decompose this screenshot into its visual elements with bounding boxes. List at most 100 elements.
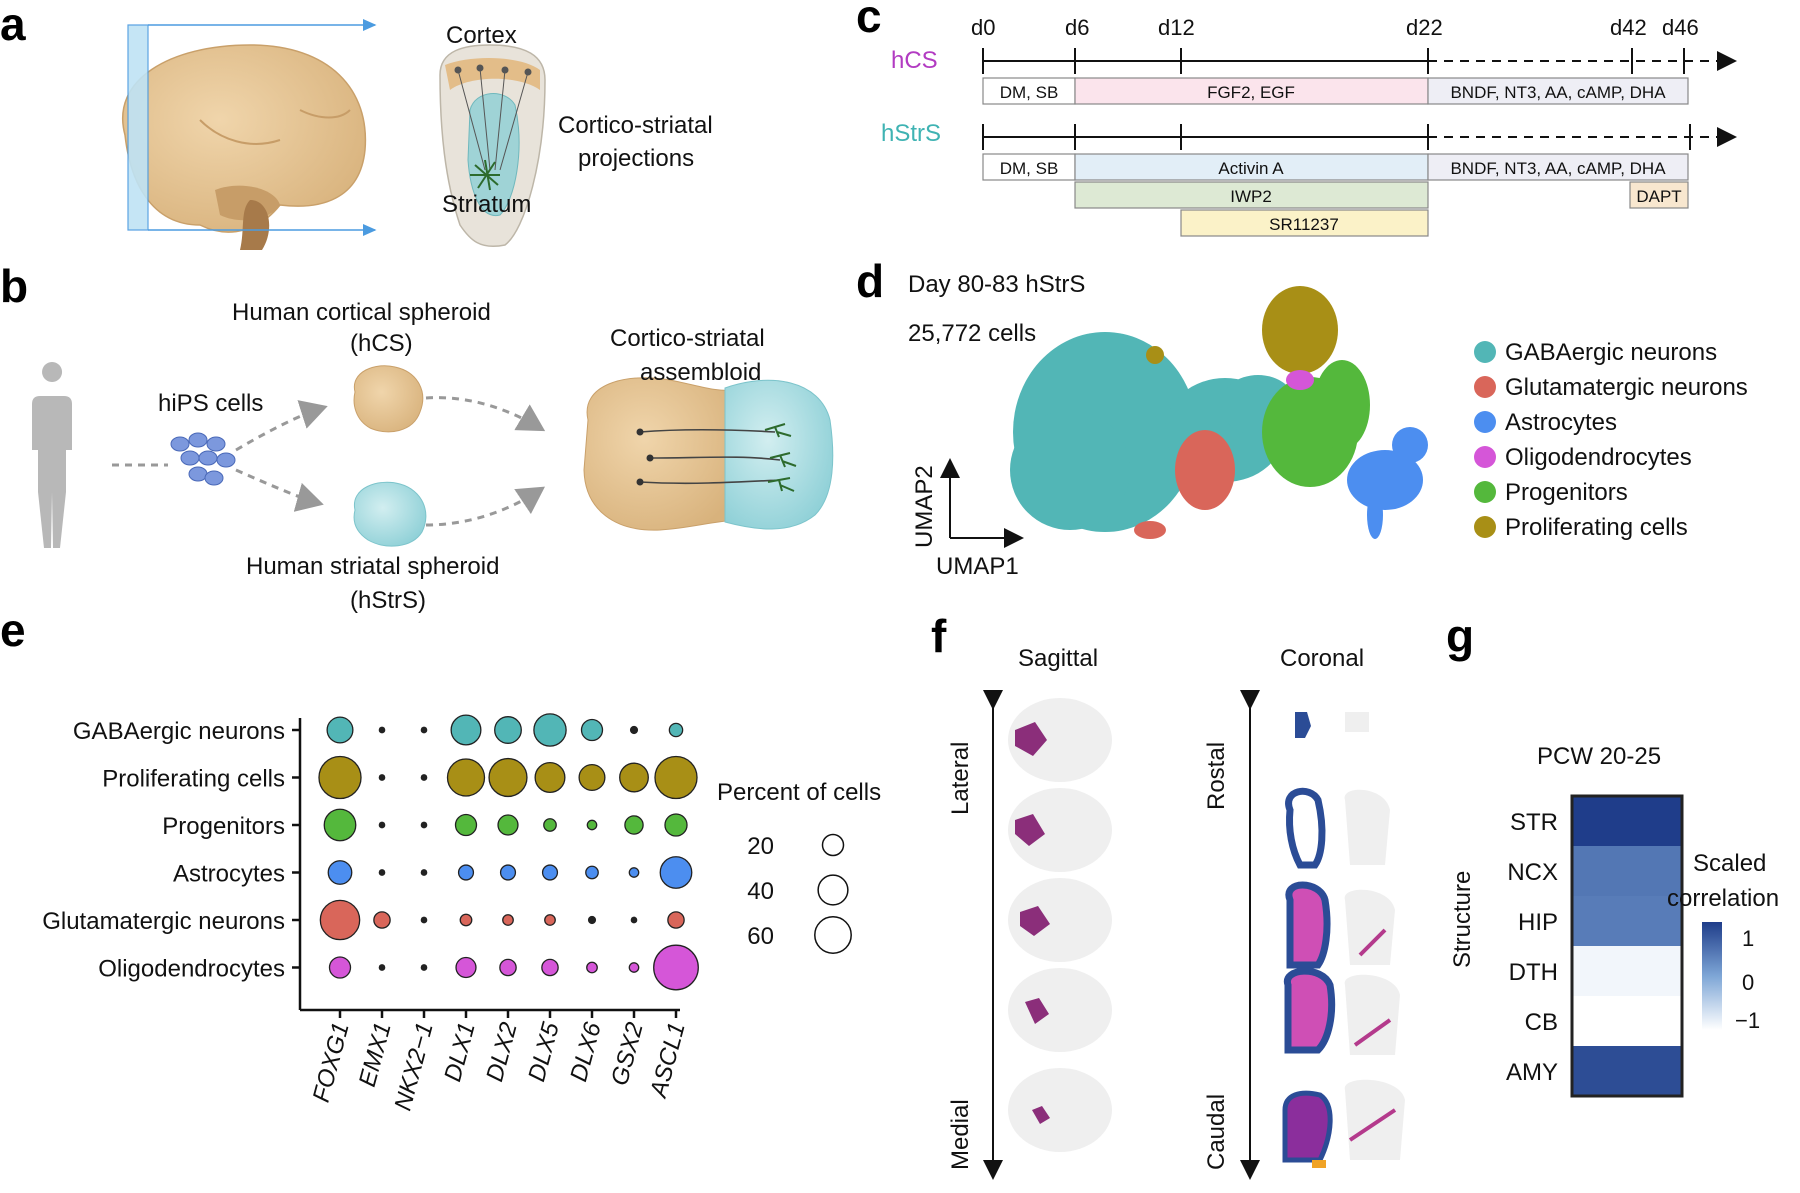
label-caudal: Caudal	[1203, 1094, 1230, 1170]
dot-1-8	[654, 755, 698, 800]
legend-label-0: GABAergic neurons	[1505, 339, 1717, 366]
dot-5-0	[328, 956, 352, 979]
legend-dot-2	[1474, 411, 1496, 433]
structure-label-ncx: NCX	[1507, 859, 1558, 886]
dot-2-6	[586, 819, 598, 831]
panel-c: c d0 d6 d12 d22 d42 d46 hCS hStrS	[856, 0, 1737, 237]
label-hcs-timeline: hCS	[891, 47, 938, 74]
day-label-d42: d42	[1610, 15, 1647, 40]
heatmap-cell-ncx	[1572, 846, 1682, 896]
gene-label-1: EMX1	[354, 1020, 397, 1090]
legend-dot-3	[1474, 446, 1496, 468]
gene-label-3: DLX1	[439, 1020, 481, 1085]
heatmap-title: PCW 20-25	[1537, 743, 1661, 770]
label-hcs-2: (hCS)	[350, 330, 413, 357]
day-label-d12: d12	[1158, 15, 1195, 40]
panel-letter-a: a	[0, 0, 26, 50]
structure-label-hip: HIP	[1518, 909, 1558, 936]
gene-label-0: FOXG1	[308, 1020, 355, 1106]
assembloid-illustration	[583, 377, 834, 531]
colorbar-tick-0: 0	[1742, 970, 1754, 995]
label-rostral: Rostal	[1203, 742, 1230, 810]
row-label-5: Oligodendrocytes	[98, 956, 285, 983]
dot-4-4	[502, 914, 514, 926]
umap-y-label: UMAP2	[911, 465, 938, 548]
dot-1-2	[420, 774, 428, 781]
day-label-d0: d0	[971, 15, 995, 40]
dot-2-3	[454, 813, 478, 837]
dot-3-7	[628, 867, 640, 878]
heatmap-cell-hip	[1572, 896, 1682, 946]
gene-label-4: DLX2	[481, 1020, 523, 1085]
colorbar-tick-neg1: −1	[1735, 1008, 1760, 1033]
dot-5-5	[541, 958, 559, 977]
size-legend-label-1: 40	[747, 878, 774, 905]
label-striatum: Striatum	[442, 191, 531, 218]
coronal-sections	[1282, 712, 1405, 1168]
row-label-1: Proliferating cells	[102, 766, 285, 793]
legend-dot-4	[1474, 481, 1496, 503]
dot-1-6	[578, 763, 606, 792]
size-legend-dot-1	[817, 874, 849, 906]
dot-0-1	[378, 726, 386, 734]
coronal-section-illustration	[439, 44, 546, 247]
panel-g: g PCW 20-25 Structure STRNCXHIPDTHCBAMY …	[1446, 610, 1779, 1098]
dot-0-2	[420, 726, 428, 734]
panel-b: b hiPS cells Human cortical spheroid (hC…	[0, 260, 834, 614]
legend-label-4: Progenitors	[1505, 479, 1628, 506]
panel-letter-c: c	[856, 0, 882, 42]
dot-3-0	[327, 860, 353, 885]
dot-5-4	[499, 958, 517, 977]
dot-4-5	[544, 914, 556, 926]
dot-2-1	[378, 821, 386, 829]
heatmap-cell-cb	[1572, 996, 1682, 1046]
label-hstrs-timeline: hStrS	[881, 120, 941, 147]
dot-0-3	[450, 714, 482, 746]
label-hstrs-1: Human striatal spheroid	[246, 553, 499, 580]
dot-4-1	[373, 911, 391, 929]
colorbar-title-2: correlation	[1667, 885, 1779, 912]
gene-label-2: NKX2−1	[389, 1020, 438, 1114]
dot-1-4	[488, 757, 528, 798]
dot-4-6	[587, 915, 597, 925]
dot-3-2	[420, 869, 428, 876]
sagittal-sections	[1008, 698, 1112, 1152]
dot-5-1	[378, 964, 386, 971]
size-legend-dot-2	[814, 916, 852, 954]
umap-title: Day 80-83 hStrS	[908, 271, 1085, 298]
gene-label-6: DLX6	[565, 1019, 607, 1085]
structure-label-str: STR	[1510, 809, 1558, 836]
label-sagittal: Sagittal	[1018, 645, 1098, 672]
label-coronal: Coronal	[1280, 645, 1364, 672]
box-hstrs-dm-sb: DM, SB	[1000, 159, 1059, 178]
label-hcs-1: Human cortical spheroid	[232, 299, 491, 326]
box-hstrs-sr11237: SR11237	[1269, 215, 1339, 234]
panel-letter-f: f	[931, 610, 947, 662]
colorbar-title-1: Scaled	[1693, 850, 1766, 877]
dot-4-3	[459, 913, 473, 927]
legend-dot-1	[1474, 376, 1496, 398]
dot-3-1	[378, 869, 386, 876]
heatmap-cell-amy	[1572, 1046, 1682, 1096]
structure-label-dth: DTH	[1509, 959, 1558, 986]
colorbar-tick-1: 1	[1742, 926, 1754, 951]
panel-d: d Day 80-83 hStrS 25,772 cells UMAP1 UMA…	[856, 255, 1748, 580]
dot-1-1	[378, 774, 386, 781]
colorbar	[1702, 922, 1722, 1030]
size-legend-label-0: 20	[747, 833, 774, 860]
panel-letter-g: g	[1446, 610, 1474, 662]
dot-0-0	[326, 716, 354, 744]
dot-5-6	[586, 961, 598, 974]
gene-label-5: DLX5	[523, 1019, 565, 1085]
label-projections-1: Cortico-striatal	[558, 112, 713, 139]
dot-4-7	[630, 916, 638, 924]
dot-3-6	[585, 865, 599, 880]
dot-2-5	[543, 818, 557, 832]
umap-cell-count: 25,772 cells	[908, 320, 1036, 347]
panel-a: a Cortex	[0, 0, 713, 250]
brain-illustration	[122, 19, 377, 250]
dot-1-0	[318, 755, 362, 800]
dot-4-0	[319, 899, 361, 941]
